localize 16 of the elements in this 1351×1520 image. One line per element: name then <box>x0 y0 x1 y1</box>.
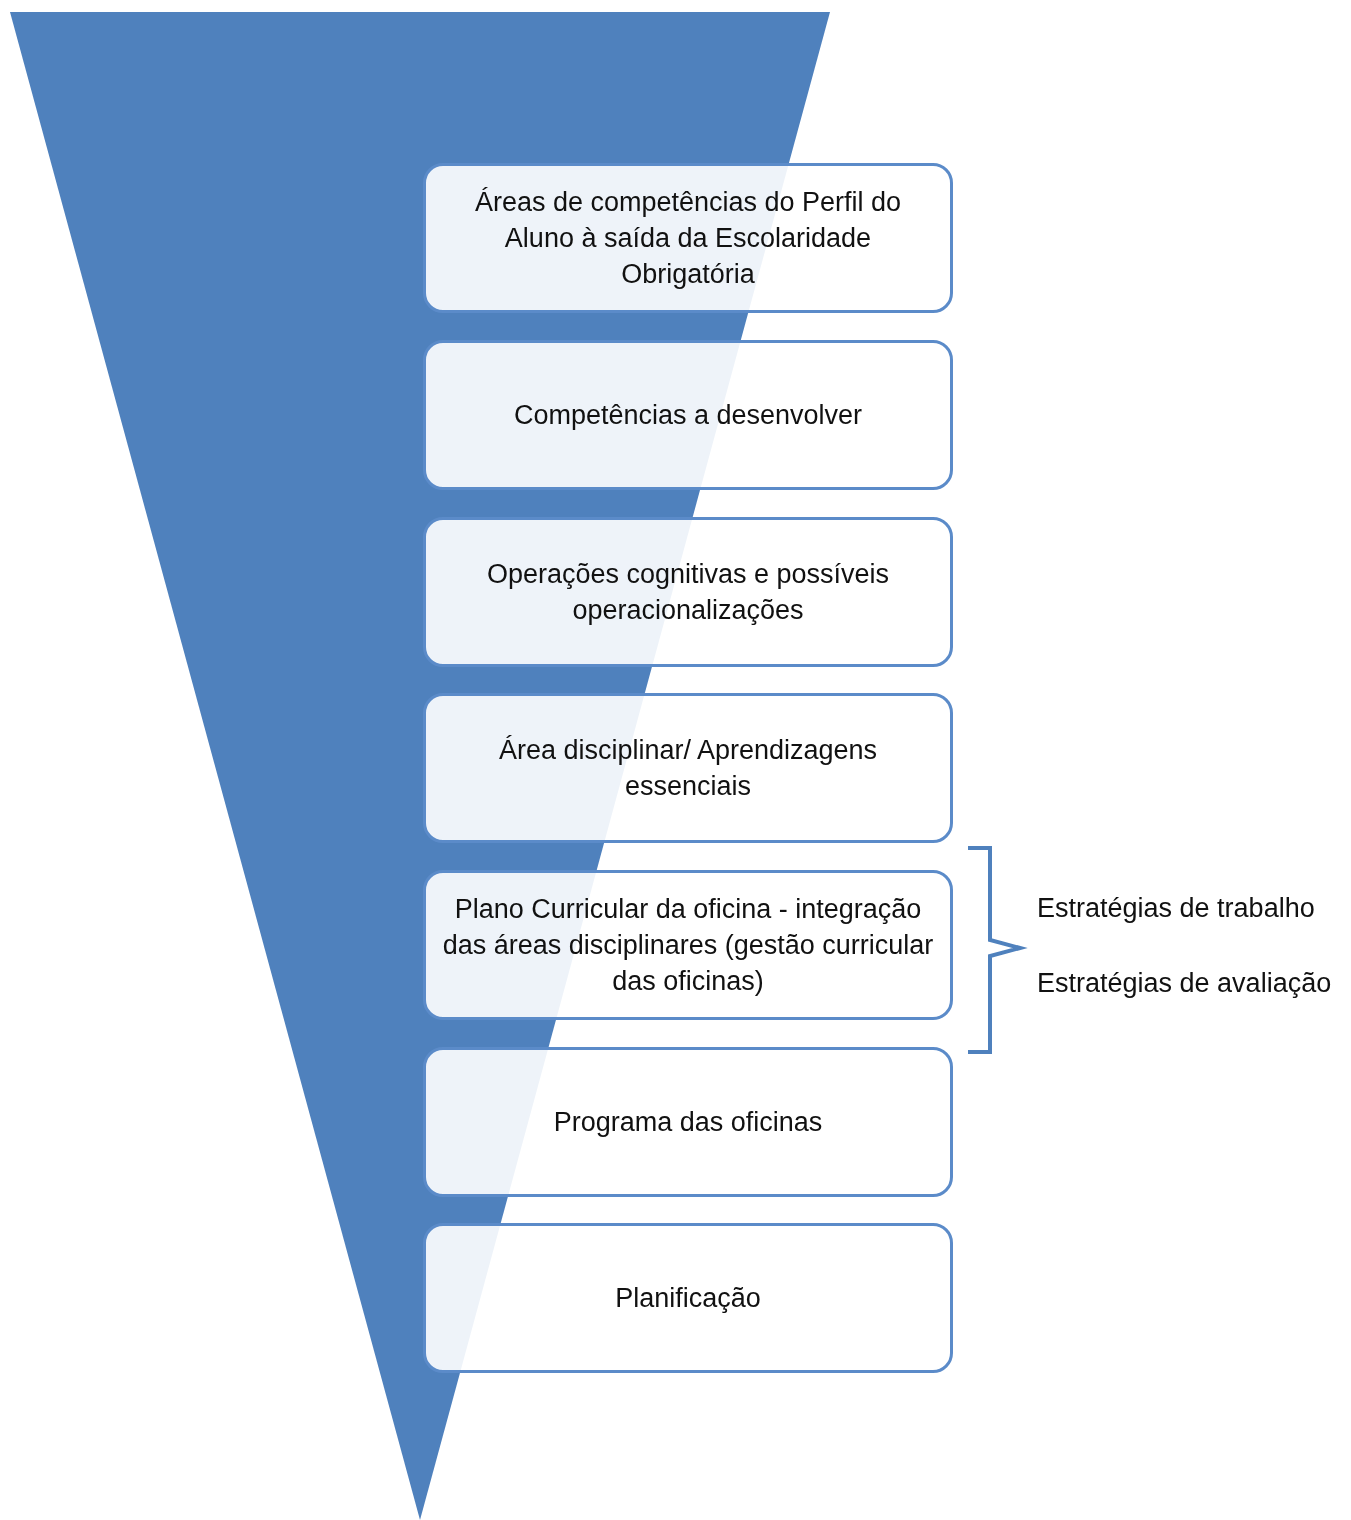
stage-text: Área disciplinar/ Aprendizagens essenciais <box>497 734 879 803</box>
stage-box <box>423 693 953 843</box>
strategy-label: Estratégias de trabalho <box>1037 893 1315 924</box>
stage-box <box>423 870 953 1020</box>
stage-text: Competências a desenvolver <box>513 399 863 432</box>
strategy-label: Estratégias de avaliação <box>1037 968 1332 999</box>
stage-text: Operações cognitivas e possíveis operacionalizações <box>485 558 891 627</box>
stage-box <box>423 1047 953 1197</box>
stage-text: Programa das oficinas <box>553 1106 823 1139</box>
stage-text: Planificação <box>615 1282 761 1315</box>
stage-box <box>423 340 953 490</box>
stage-text: Plano Curricular da oficina - integração das áreas disciplinares (gestão curricular das oficinas) <box>441 893 935 998</box>
stage-text: Áreas de competências do Perfil do Aluno à saída da Escolaridade Obrigatória <box>473 186 903 291</box>
stage-box <box>423 1223 953 1373</box>
stage-box <box>423 517 953 667</box>
stage-box <box>423 163 953 313</box>
